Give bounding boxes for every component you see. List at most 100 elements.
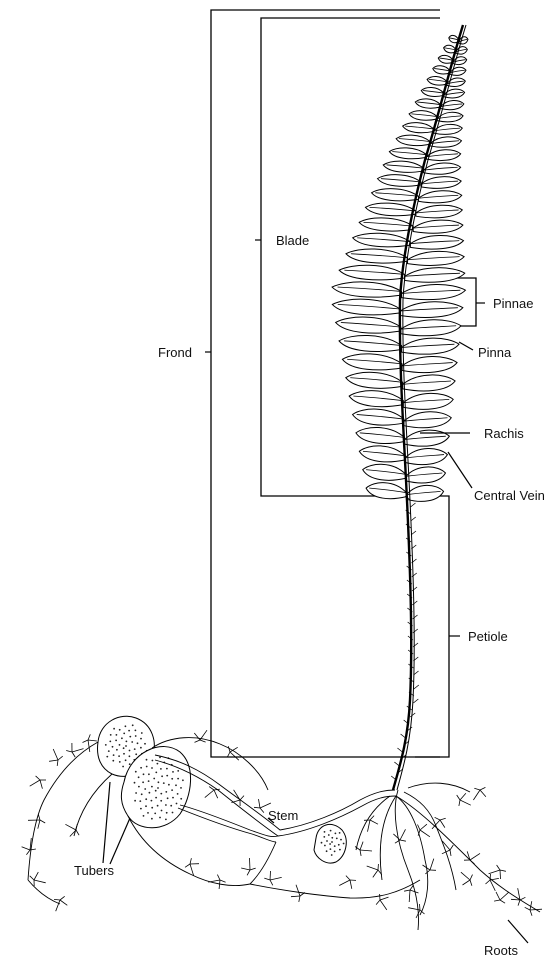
tuber-dot bbox=[140, 808, 142, 810]
pinna-left bbox=[346, 372, 403, 388]
tuber-dot bbox=[170, 805, 172, 807]
tuber-dot bbox=[135, 735, 137, 737]
pinna-right bbox=[402, 284, 466, 299]
tuber-dot bbox=[155, 772, 157, 774]
root-hair bbox=[368, 820, 371, 832]
root-hair bbox=[370, 816, 374, 820]
petiole-hair bbox=[413, 615, 418, 619]
label-pinna: Pinna bbox=[478, 345, 512, 360]
tuber-dot bbox=[110, 734, 112, 736]
pinna-left bbox=[389, 148, 426, 159]
tuber-dot bbox=[158, 781, 160, 783]
root-hair bbox=[461, 872, 470, 880]
label-pinnae: Pinnae bbox=[493, 296, 533, 311]
root-hair bbox=[26, 850, 30, 855]
tuber-dot bbox=[128, 730, 130, 732]
pinna-left bbox=[332, 299, 400, 315]
label-petiole: Petiole bbox=[468, 629, 508, 644]
tuber-dot bbox=[157, 787, 159, 789]
tuber-dot bbox=[118, 755, 120, 757]
pinna-left bbox=[372, 189, 419, 201]
root-hair bbox=[270, 880, 273, 885]
tuber-dot bbox=[167, 797, 169, 799]
root-hair bbox=[72, 749, 84, 752]
tuber-dot bbox=[129, 763, 131, 765]
root-hair bbox=[38, 820, 40, 829]
root-hair bbox=[435, 817, 440, 820]
tuber-dot bbox=[166, 768, 168, 770]
tuber-dot bbox=[339, 849, 341, 851]
tuber-dot bbox=[131, 741, 133, 743]
pinna-right bbox=[405, 268, 465, 283]
root-hair bbox=[463, 880, 471, 885]
tuber-dot bbox=[134, 782, 136, 784]
tuber-dot bbox=[168, 784, 170, 786]
tuber-dot bbox=[113, 728, 115, 730]
root-hair bbox=[58, 756, 63, 760]
label-rachis: Rachis bbox=[484, 426, 524, 441]
root-hair bbox=[30, 876, 34, 880]
root-hair bbox=[247, 870, 250, 875]
root-hair bbox=[459, 800, 460, 806]
root-hair bbox=[83, 740, 89, 743]
pinna-right bbox=[406, 467, 446, 483]
tuber-dot bbox=[171, 789, 173, 791]
tuber-dot bbox=[159, 757, 161, 759]
root-hair bbox=[219, 880, 220, 889]
tuber-dot bbox=[175, 784, 177, 786]
root-hair bbox=[185, 864, 190, 867]
pinna-right bbox=[402, 338, 460, 354]
root-hair bbox=[241, 868, 250, 870]
root-hair bbox=[291, 896, 300, 897]
tuber-dot bbox=[331, 854, 333, 856]
tuber-dot bbox=[165, 819, 167, 821]
root-hair bbox=[500, 870, 501, 879]
tuber-dot bbox=[155, 790, 157, 792]
root-hair bbox=[88, 740, 90, 752]
tuber-dot bbox=[122, 766, 124, 768]
root-hair bbox=[500, 892, 509, 900]
root-hair bbox=[346, 876, 350, 880]
root-hair bbox=[195, 740, 201, 742]
root-hair bbox=[480, 787, 485, 790]
tuber-dot bbox=[180, 787, 182, 789]
tuber-dot bbox=[134, 800, 136, 802]
root-hair bbox=[40, 820, 45, 823]
pinna-right bbox=[401, 320, 461, 336]
tuber-dot bbox=[331, 837, 333, 839]
petiole-hair bbox=[410, 713, 415, 717]
petiole-hair bbox=[411, 517, 416, 521]
pinna-right bbox=[404, 412, 451, 428]
tuber-dot bbox=[165, 804, 167, 806]
root-hair bbox=[457, 795, 460, 800]
tuber-dot bbox=[151, 800, 153, 802]
root-hair bbox=[240, 796, 244, 800]
tuber-dot bbox=[147, 812, 149, 814]
pinna-right bbox=[403, 393, 453, 409]
pinna-left bbox=[353, 233, 411, 247]
root-hair bbox=[270, 877, 282, 880]
root-hair bbox=[34, 880, 46, 883]
tuber-dot bbox=[142, 781, 144, 783]
root-hair bbox=[525, 907, 530, 910]
tuber-dot bbox=[125, 745, 127, 747]
tuber-dot bbox=[172, 812, 174, 814]
pinna-left bbox=[383, 161, 423, 172]
pinna-left bbox=[396, 135, 430, 145]
tuber-dot bbox=[172, 771, 174, 773]
pinna-left bbox=[363, 464, 406, 480]
root-hair bbox=[367, 866, 378, 870]
tuber-dot bbox=[324, 831, 326, 833]
tuber-dot bbox=[113, 754, 115, 756]
root-hair bbox=[66, 751, 72, 753]
tuber-dot bbox=[129, 755, 131, 757]
tuber-dot bbox=[119, 761, 121, 763]
tuber-dot bbox=[141, 793, 143, 795]
root-hair bbox=[470, 880, 472, 886]
root-hair bbox=[518, 900, 520, 906]
tuber-dot bbox=[129, 750, 131, 752]
root-hair bbox=[400, 840, 406, 841]
tuber-dot bbox=[159, 817, 161, 819]
tuber-dot bbox=[135, 771, 137, 773]
tuber-dot bbox=[125, 759, 127, 761]
